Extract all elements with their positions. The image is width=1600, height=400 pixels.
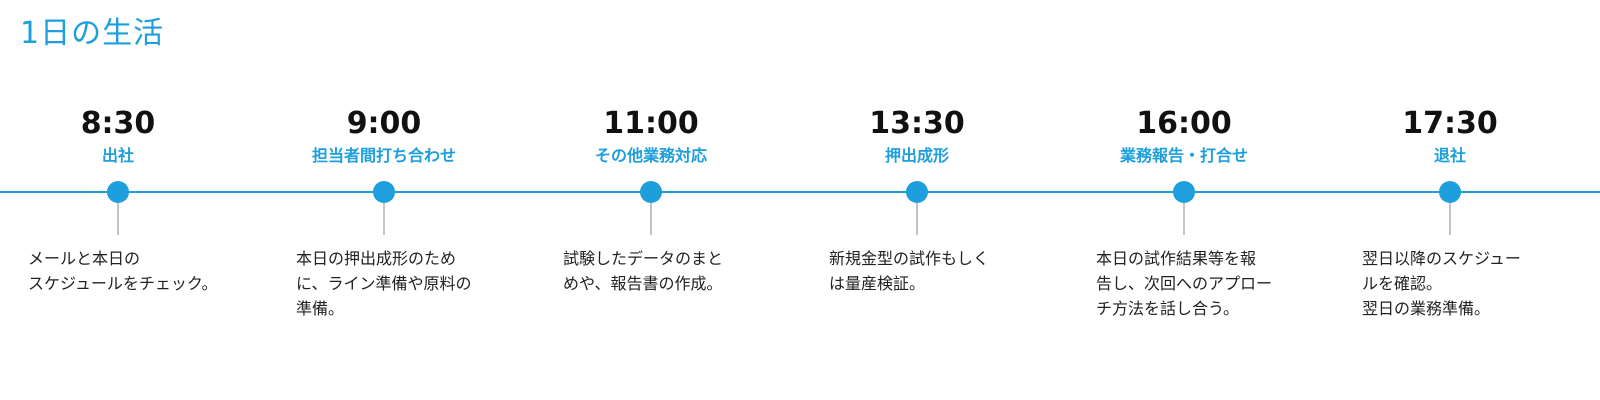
event-description: 本日の試作結果等を報 告し、次回へのアプロー チ方法を話し合う。 xyxy=(1096,249,1273,318)
event-label: 退社 xyxy=(1433,146,1466,165)
timeline-stem xyxy=(650,203,652,235)
timeline-dot xyxy=(373,181,395,203)
timeline-stem xyxy=(117,203,119,235)
timeline-line xyxy=(0,191,1600,193)
event-description: メールと本日の スケジュールをチェック。 xyxy=(28,249,218,293)
timeline-stem xyxy=(383,203,385,235)
event-description: 本日の押出成形のため に、ライン準備や原料の 準備。 xyxy=(296,249,472,318)
event-label: 業務報告・打合せ xyxy=(1119,146,1248,165)
page-title: 1日の生活 xyxy=(20,16,165,51)
timeline-stem xyxy=(1183,203,1185,235)
timeline-dot xyxy=(640,181,662,203)
timeline-stem xyxy=(1449,203,1451,235)
timeline-dot xyxy=(1173,181,1195,203)
event-time: 16:00 xyxy=(1136,106,1232,141)
event-time: 17:30 xyxy=(1402,106,1498,141)
event-label: 担当者間打ち合わせ xyxy=(311,146,456,165)
event-description: 翌日以降のスケジュー ルを確認。 翌日の業務準備。 xyxy=(1362,249,1521,318)
timeline-dot xyxy=(906,181,928,203)
event-label: 出社 xyxy=(101,146,134,165)
timeline-dot xyxy=(107,181,129,203)
event-description: 新規金型の試作もしく は量産検証。 xyxy=(829,249,990,293)
event-label: その他業務対応 xyxy=(594,146,707,165)
event-label: 押出成形 xyxy=(884,146,949,165)
event-time: 11:00 xyxy=(603,106,699,141)
event-description: 試験したデータのまと めや、報告書の作成。 xyxy=(563,249,724,293)
event-time: 13:30 xyxy=(869,106,965,141)
timeline-stem xyxy=(916,203,918,235)
timeline-dot xyxy=(1439,181,1461,203)
event-time: 9:00 xyxy=(346,106,422,141)
event-time: 8:30 xyxy=(80,106,156,141)
